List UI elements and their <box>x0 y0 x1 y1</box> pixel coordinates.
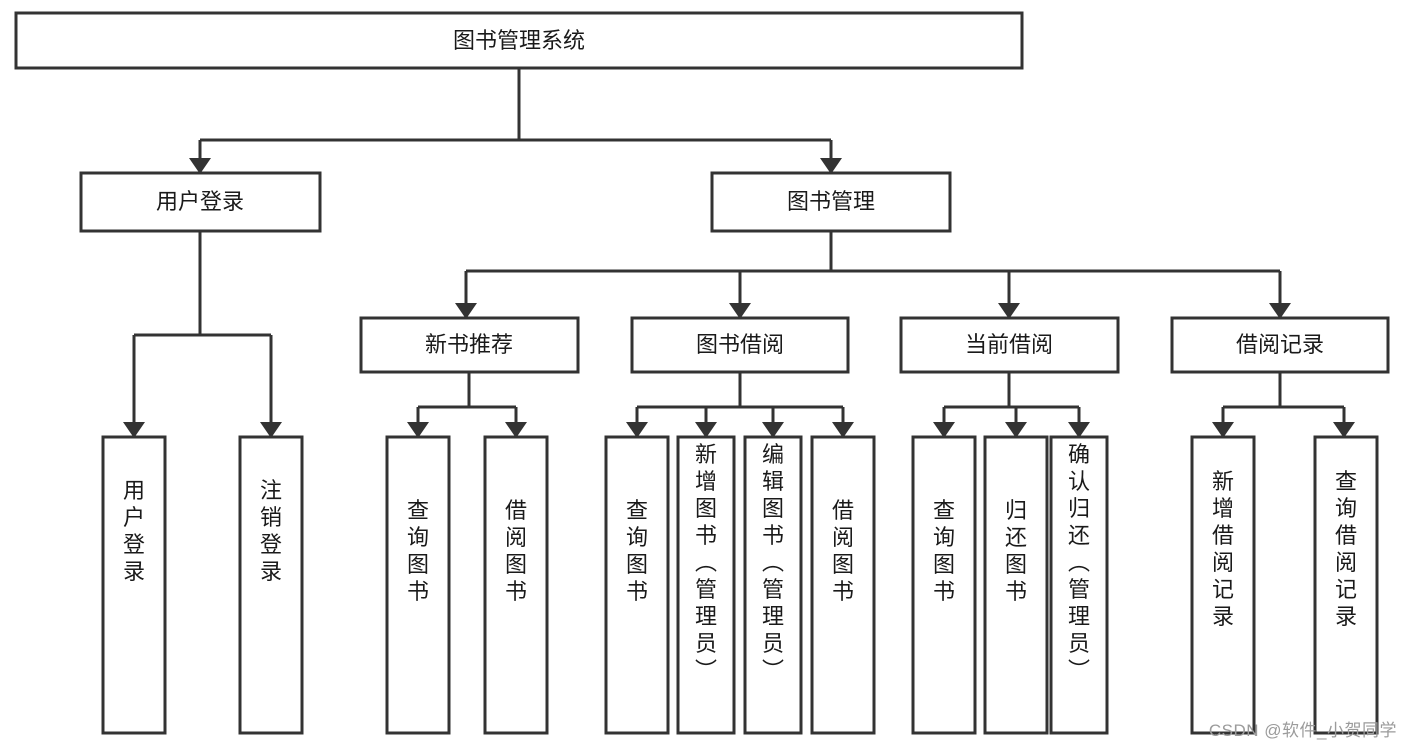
node-book-borrow-label: 图书借阅 <box>696 332 784 357</box>
node-leaf-borrow-book-2-label: 借阅图书 <box>832 498 854 604</box>
node-user-login-box[interactable] <box>79 171 322 233</box>
node-leaf-query-book-1[interactable]: 查询图书 <box>385 435 451 735</box>
node-new-book-recommend-box[interactable] <box>359 316 580 374</box>
node-leaf-edit-book[interactable]: 编辑图书︵管理员︶ <box>743 435 803 735</box>
arrowhead-borrow-record <box>1269 303 1291 319</box>
node-root[interactable]: 图书管理系统 <box>14 11 1024 70</box>
arrowhead-leaf-return-book <box>1005 422 1027 438</box>
node-leaf-borrow-book-1-box[interactable] <box>483 435 549 735</box>
arrowhead-leaf-add-book <box>695 422 717 438</box>
node-new-book-recommend-label: 新书推荐 <box>425 332 513 357</box>
arrowhead-leaf-query-book-3 <box>933 422 955 438</box>
node-leaf-add-record[interactable]: 新增借阅记录 <box>1190 435 1256 735</box>
node-leaf-query-record[interactable]: 查询借阅记录 <box>1313 435 1379 735</box>
arrowhead-leaf-confirm-return <box>1068 422 1090 438</box>
node-book-manage[interactable]: 图书管理 <box>710 171 952 233</box>
node-leaf-query-record-label: 查询借阅记录 <box>1335 469 1357 629</box>
node-leaf-edit-book-box[interactable] <box>743 435 803 735</box>
node-leaf-return-book[interactable]: 归还图书 <box>983 435 1049 735</box>
node-borrow-record[interactable]: 借阅记录 <box>1170 316 1390 374</box>
node-leaf-user-login-box[interactable] <box>101 435 167 735</box>
arrowhead-leaf-user-logout <box>260 422 282 438</box>
node-leaf-query-record-box[interactable] <box>1313 435 1379 735</box>
node-leaf-query-book-1-box[interactable] <box>385 435 451 735</box>
arrowhead-leaf-query-record <box>1333 422 1355 438</box>
node-leaf-add-record-label: 新增借阅记录 <box>1212 469 1234 629</box>
node-leaf-add-book[interactable]: 新增图书︵管理员︶ <box>676 435 736 735</box>
node-leaf-user-logout-box[interactable] <box>238 435 304 735</box>
node-leaf-user-logout[interactable]: 注销登录 <box>238 435 304 735</box>
node-leaf-query-book-3-box[interactable] <box>911 435 977 735</box>
node-leaf-return-book-box[interactable] <box>983 435 1049 735</box>
node-root-box[interactable] <box>14 11 1024 70</box>
node-leaf-query-book-2-label: 查询图书 <box>626 498 648 604</box>
node-leaf-query-book-2[interactable]: 查询图书 <box>604 435 670 735</box>
node-book-manage-box[interactable] <box>710 171 952 233</box>
arrowhead-leaf-query-book-1 <box>407 422 429 438</box>
arrowhead-leaf-edit-book <box>762 422 784 438</box>
node-book-borrow[interactable]: 图书借阅 <box>630 316 850 374</box>
arrowhead-leaf-user-login <box>123 422 145 438</box>
node-root-label: 图书管理系统 <box>453 28 585 53</box>
node-current-borrow-label: 当前借阅 <box>965 332 1053 357</box>
arrowhead-new-book-recommend <box>455 303 477 319</box>
arrowhead-book-borrow <box>729 303 751 319</box>
node-leaf-user-login[interactable]: 用户登录 <box>101 435 167 735</box>
connector-group <box>123 68 1355 438</box>
node-leaf-query-book-1-label: 查询图书 <box>407 498 429 604</box>
node-leaf-query-book-3[interactable]: 查询图书 <box>911 435 977 735</box>
node-leaf-user-login-label: 用户登录 <box>123 478 145 584</box>
node-leaf-query-book-2-box[interactable] <box>604 435 670 735</box>
node-leaf-add-book-box[interactable] <box>676 435 736 735</box>
node-leaf-confirm-return[interactable]: 确认归还︵管理员︶ <box>1049 435 1109 735</box>
node-leaf-confirm-return-label: 确认归还︵管理员︶ <box>1068 442 1090 683</box>
node-leaf-user-logout-label: 注销登录 <box>260 478 282 584</box>
node-leaf-query-book-3-label: 查询图书 <box>933 498 955 604</box>
arrowhead-user-login <box>189 158 211 174</box>
node-leaf-borrow-book-1-label: 借阅图书 <box>505 498 527 604</box>
node-leaf-borrow-book-2-box[interactable] <box>810 435 876 735</box>
arrowhead-leaf-borrow-book-2 <box>832 422 854 438</box>
node-borrow-record-box[interactable] <box>1170 316 1390 374</box>
arrowhead-leaf-query-book-2 <box>626 422 648 438</box>
node-leaf-add-book-label: 新增图书︵管理员︶ <box>695 442 717 683</box>
node-leaf-borrow-book-1[interactable]: 借阅图书 <box>483 435 549 735</box>
arrowhead-current-borrow <box>998 303 1020 319</box>
node-leaf-confirm-return-box[interactable] <box>1049 435 1109 735</box>
node-leaf-return-book-label: 归还图书 <box>1005 498 1027 604</box>
node-new-book-recommend[interactable]: 新书推荐 <box>359 316 580 374</box>
arrowhead-leaf-add-record <box>1212 422 1234 438</box>
node-user-login[interactable]: 用户登录 <box>79 171 322 233</box>
node-book-borrow-box[interactable] <box>630 316 850 374</box>
arrowhead-leaf-borrow-book-1 <box>505 422 527 438</box>
node-current-borrow-box[interactable] <box>899 316 1120 374</box>
node-leaf-borrow-book-2[interactable]: 借阅图书 <box>810 435 876 735</box>
node-borrow-record-label: 借阅记录 <box>1236 332 1324 357</box>
arrowhead-book-manage <box>820 158 842 174</box>
node-current-borrow[interactable]: 当前借阅 <box>899 316 1120 374</box>
node-user-login-label: 用户登录 <box>156 189 244 214</box>
node-leaf-add-record-box[interactable] <box>1190 435 1256 735</box>
node-book-manage-label: 图书管理 <box>787 189 875 214</box>
node-leaf-edit-book-label: 编辑图书︵管理员︶ <box>762 442 784 683</box>
